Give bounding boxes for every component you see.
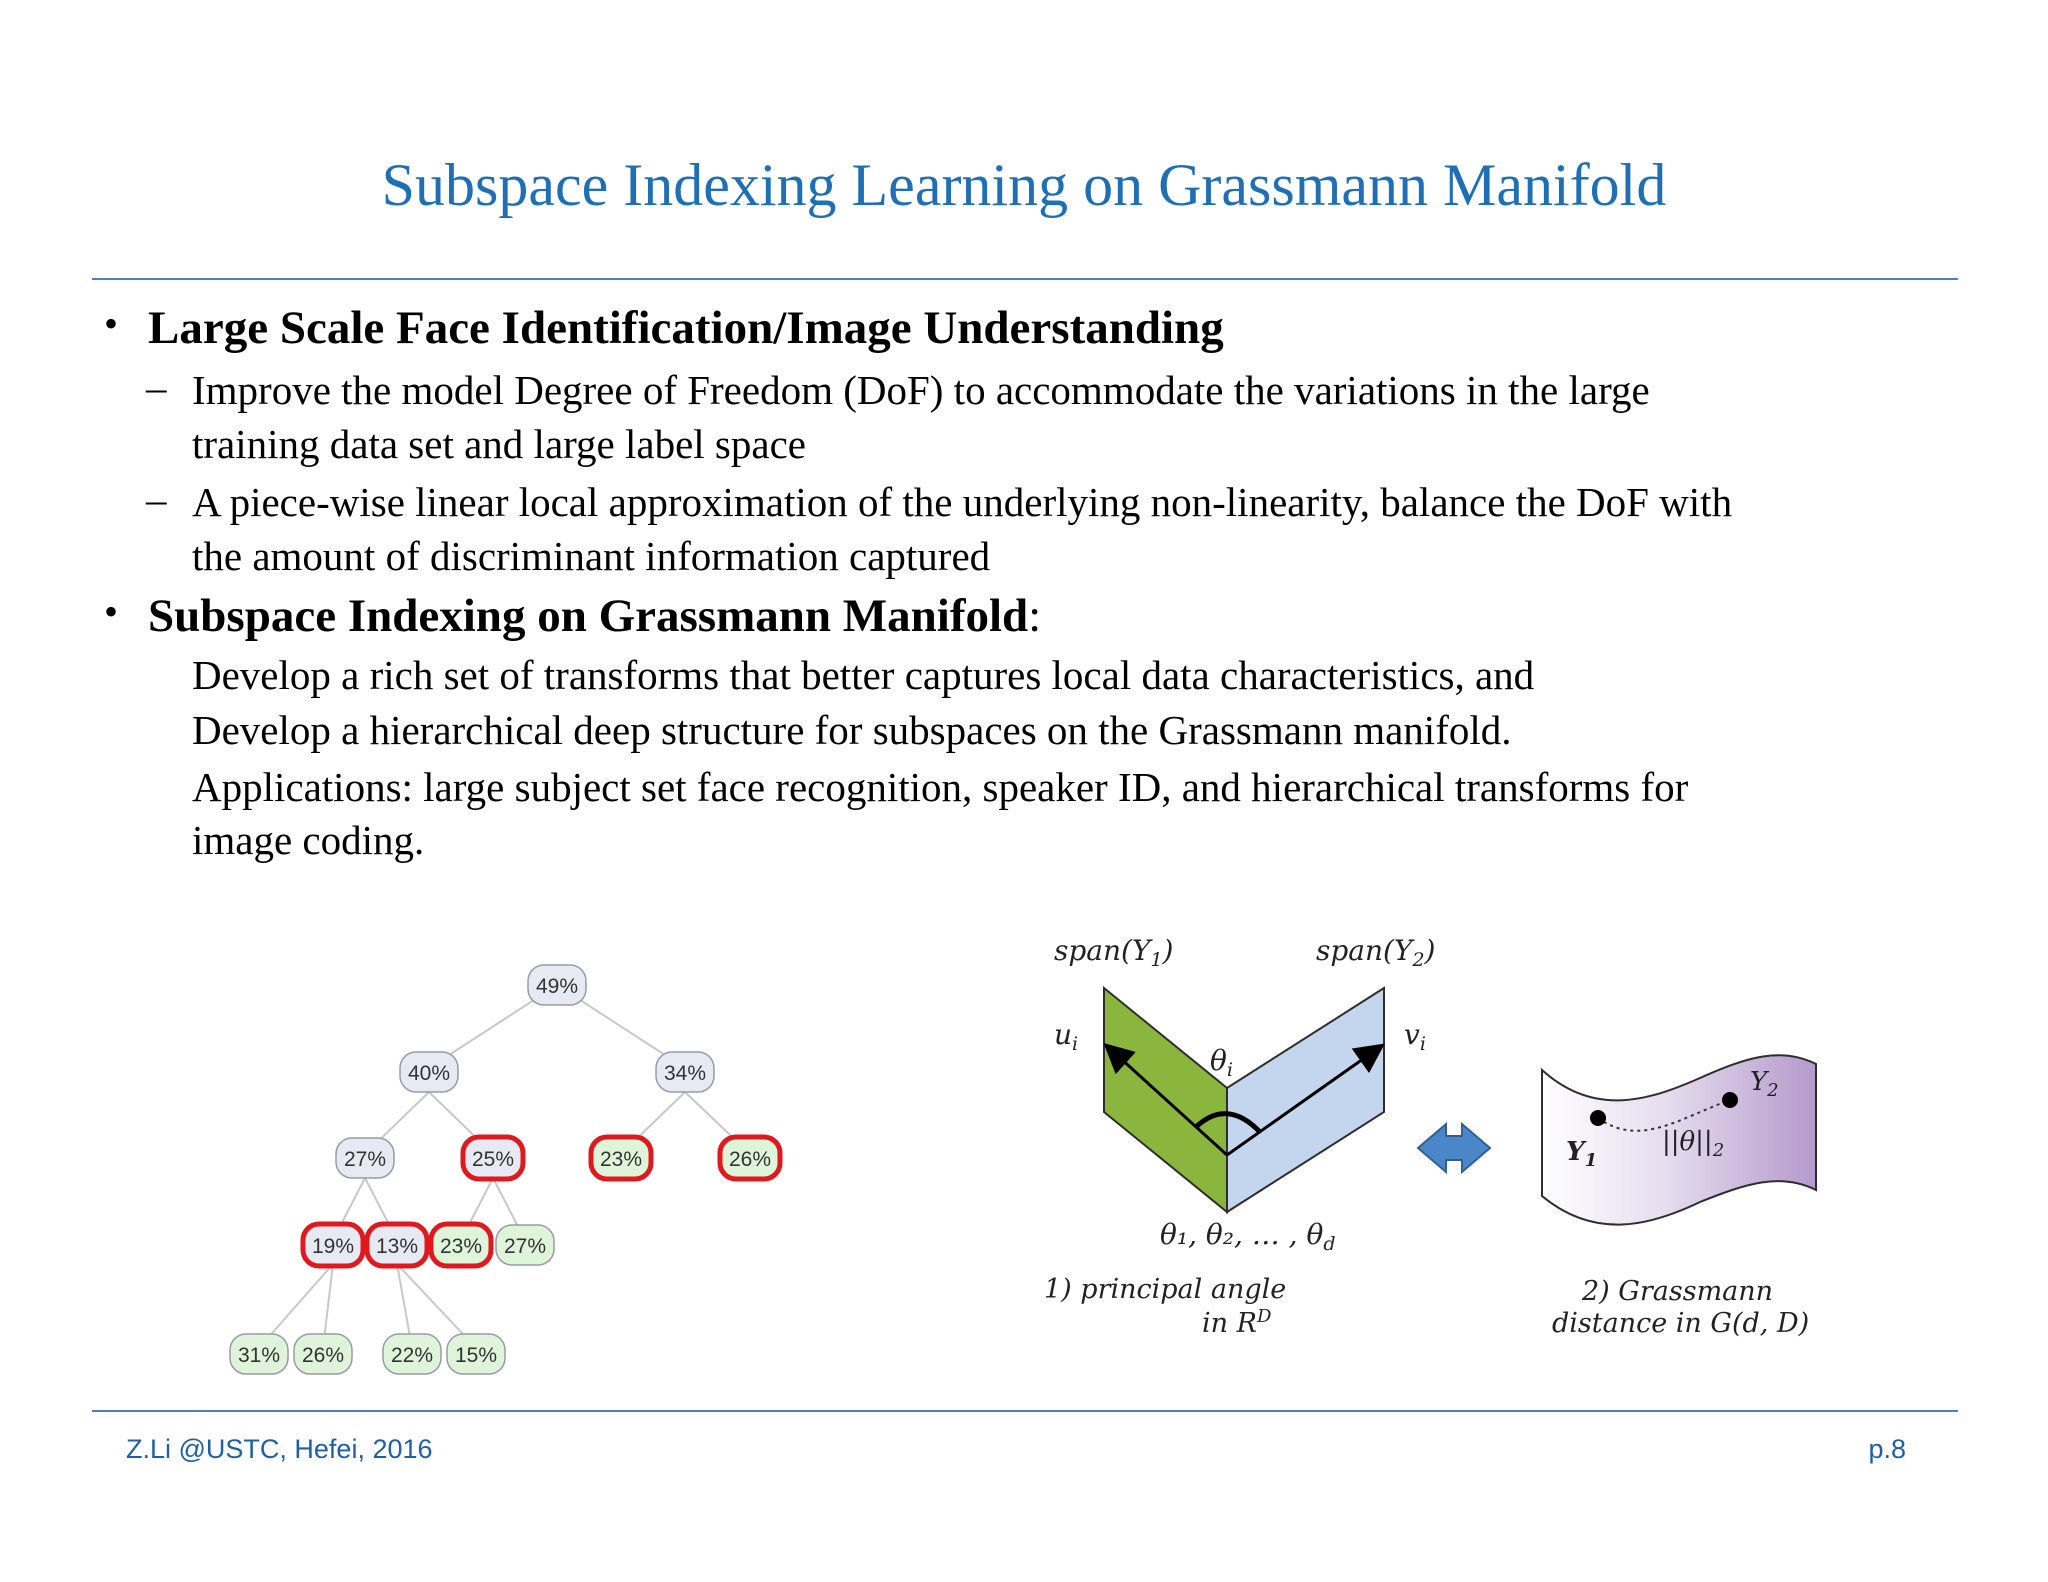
tree-node-label: 34%	[664, 1062, 706, 1085]
bullet-1-item-1-line-2: training data set and large label space	[192, 421, 806, 467]
equivalence-double-arrow	[1416, 1121, 1492, 1175]
tree-node-l2c: 23%	[588, 1134, 654, 1182]
u-i-label: ui	[1054, 1018, 1078, 1055]
grassmann-manifold-sheet	[1541, 1054, 1817, 1226]
tree-node-label: 13%	[376, 1235, 418, 1258]
distance-norm-label: ||θ||2	[1662, 1127, 1724, 1161]
principal-angles-label: θ₁, θ₂, … , θd	[1160, 1218, 1336, 1255]
bullet-2-heading-row: Subspace Indexing on Grassmann Manifold:	[148, 588, 1041, 644]
tree-nodes: 49% 40% 34% 27% 25% 23% 26% 19% 13% 23% 27% 31% 26% 2…	[229, 964, 783, 1375]
caption-principal-angle-2: in RD	[1202, 1306, 1272, 1339]
y2-label: Y2	[1750, 1067, 1779, 1101]
bullet-2-colon: :	[1028, 590, 1042, 642]
geodesic-curve	[1597, 1099, 1731, 1132]
tree-node-box	[446, 1333, 506, 1375]
tree-node-l4c: 22%	[382, 1333, 442, 1375]
tree-node-label: 22%	[391, 1344, 433, 1367]
slide-title: Subspace Indexing Learning on Grassmann …	[381, 152, 1667, 218]
span-y2-label: span(Y2)	[1316, 934, 1435, 971]
dash-2: –	[146, 476, 167, 522]
caption-grassmann-1: 2) Grassmann	[1581, 1276, 1773, 1307]
tree-node-l4d: 15%	[446, 1333, 506, 1375]
tree-node-label: 49%	[536, 975, 578, 998]
bullet-1-item-1-line-1: Improve the model Degree of Freedom (DoF…	[192, 367, 1650, 413]
bullet-2-line-2: Develop a hierarchical deep structure fo…	[192, 707, 1512, 753]
tree-node-l3c: 23%	[428, 1221, 494, 1269]
bullet-2-line-3: Applications: large subject set face rec…	[192, 764, 1689, 810]
tree-node-box	[382, 1333, 442, 1375]
tree-node-box	[293, 1333, 353, 1375]
v-i-label: vi	[1404, 1018, 1426, 1055]
tree-node-box	[300, 1221, 366, 1269]
bullet-1-heading: Large Scale Face Identification/Image Un…	[148, 302, 1224, 354]
vector-u-arrow	[1103, 1042, 1229, 1157]
tree-node-label: 27%	[344, 1148, 386, 1171]
point-y1	[1590, 1110, 1606, 1126]
tree-node-label: 19%	[312, 1235, 354, 1258]
tree-node-l1b: 34%	[655, 1051, 715, 1093]
tree-node-label: 27%	[504, 1235, 546, 1258]
tree-node-label: 26%	[302, 1344, 344, 1367]
tree-node-label: 23%	[440, 1235, 482, 1258]
bullet-dot-2: •	[104, 589, 119, 634]
tree-node-l4b: 26%	[293, 1333, 353, 1375]
tree-node-label: 40%	[408, 1062, 450, 1085]
tree-node-l1a: 40%	[399, 1051, 459, 1093]
bullet-1-item-2-line-2: the amount of discriminant information c…	[192, 533, 991, 579]
tree-node-l3a: 19%	[300, 1221, 366, 1269]
bottom-divider	[92, 1410, 1958, 1412]
tree-node-box	[527, 964, 587, 1006]
footer-author: Z.Li @USTC, Hefei, 2016	[126, 1434, 433, 1464]
top-divider	[92, 278, 1958, 280]
tree-node-box	[588, 1134, 654, 1182]
footer-page-number: p.8	[1868, 1434, 1906, 1464]
bullet-1-item-2-line-1: A piece-wise linear local approximation …	[192, 479, 1733, 525]
tree-node-box	[717, 1134, 783, 1182]
tree-node-box	[364, 1221, 430, 1269]
theta-i-label: θi	[1210, 1044, 1233, 1081]
bullet-2-heading: Subspace Indexing on Grassmann Manifold	[148, 590, 1029, 642]
dash-1: –	[146, 364, 167, 410]
tree-node-l2a: 27%	[335, 1137, 395, 1179]
point-y2	[1722, 1092, 1738, 1108]
tree-node-box	[655, 1051, 715, 1093]
caption-grassmann-2: distance in G(d, D)	[1552, 1308, 1809, 1339]
tree-node-root: 49%	[527, 964, 587, 1006]
tree-node-box	[428, 1221, 494, 1269]
tree-node-l2d: 26%	[717, 1134, 783, 1182]
tree-node-box	[460, 1134, 526, 1182]
tree-node-box	[495, 1224, 555, 1266]
angle-arc	[1194, 1111, 1262, 1134]
y1-label: Y1	[1566, 1137, 1597, 1171]
span-y1-label: span(Y1)	[1054, 934, 1173, 971]
tree-node-l4a: 31%	[229, 1333, 289, 1375]
tree-node-box	[229, 1333, 289, 1375]
tree-node-label: 25%	[472, 1148, 514, 1171]
bullet-dot-1: •	[104, 301, 119, 346]
bullet-2-line-1: Develop a rich set of transforms that be…	[192, 652, 1535, 698]
tree-node-box	[399, 1051, 459, 1093]
vector-v-arrow	[1226, 1043, 1385, 1157]
tree-node-label: 26%	[729, 1148, 771, 1171]
tree-node-l3b: 13%	[364, 1221, 430, 1269]
tree-node-l3d: 27%	[495, 1224, 555, 1266]
caption-principal-angle-1: 1) principal angle	[1044, 1274, 1286, 1305]
bullet-2-line-4: image coding.	[192, 817, 425, 863]
tree-node-label: 15%	[455, 1344, 497, 1367]
tree-node-label: 23%	[600, 1148, 642, 1171]
tree-node-box	[335, 1137, 395, 1179]
tree-node-l2b: 25%	[460, 1134, 526, 1182]
tree-node-label: 31%	[238, 1344, 280, 1367]
